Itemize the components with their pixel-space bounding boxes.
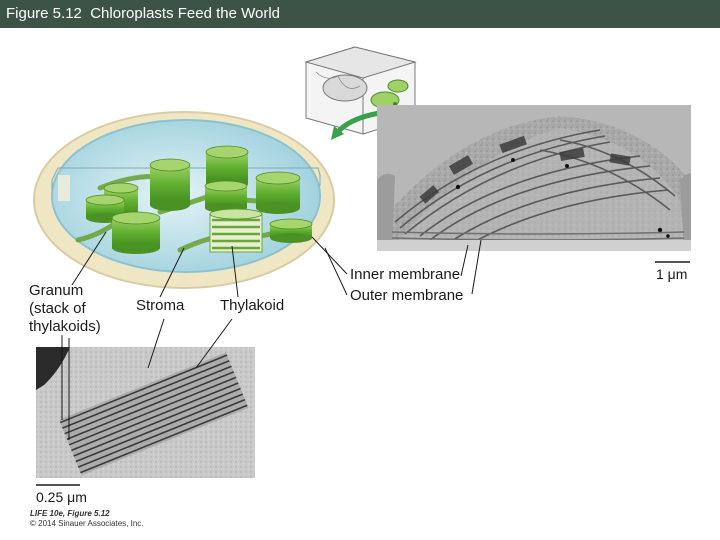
leader-lines [61,231,482,440]
grana-stacks [85,145,313,254]
granum-micrograph [36,347,255,478]
scale-label-bottom: 0.25 μm [36,489,87,505]
label-outer-membrane: Outer membrane [350,287,464,304]
label-stroma: Stroma [136,297,185,314]
title-bar: Figure 5.12 Chloroplasts Feed the World [0,0,720,28]
label-granum: Granum (stack of thylakoids) [29,282,101,336]
figure-credit: LIFE 10e, Figure 5.12 © 2014 Sinauer Ass… [30,509,144,529]
label-thylakoid: Thylakoid [220,297,285,314]
scale-label-top: 1 μm [656,266,688,282]
chloroplast-micrograph [377,105,691,251]
credit-book: LIFE 10e, Figure 5.12 [30,509,110,518]
label-granum-line-1: Granum [29,282,84,299]
label-granum-line-2: (stack of [29,300,86,317]
figure-title: Figure 5.12 Chloroplasts Feed the World [6,5,281,22]
credit-copyright: © 2014 Sinauer Associates, Inc. [30,519,144,528]
chloroplast-illustration [33,111,335,289]
label-granum-line-3: thylakoids) [29,318,101,335]
label-inner-membrane: Inner membrane [350,266,461,283]
